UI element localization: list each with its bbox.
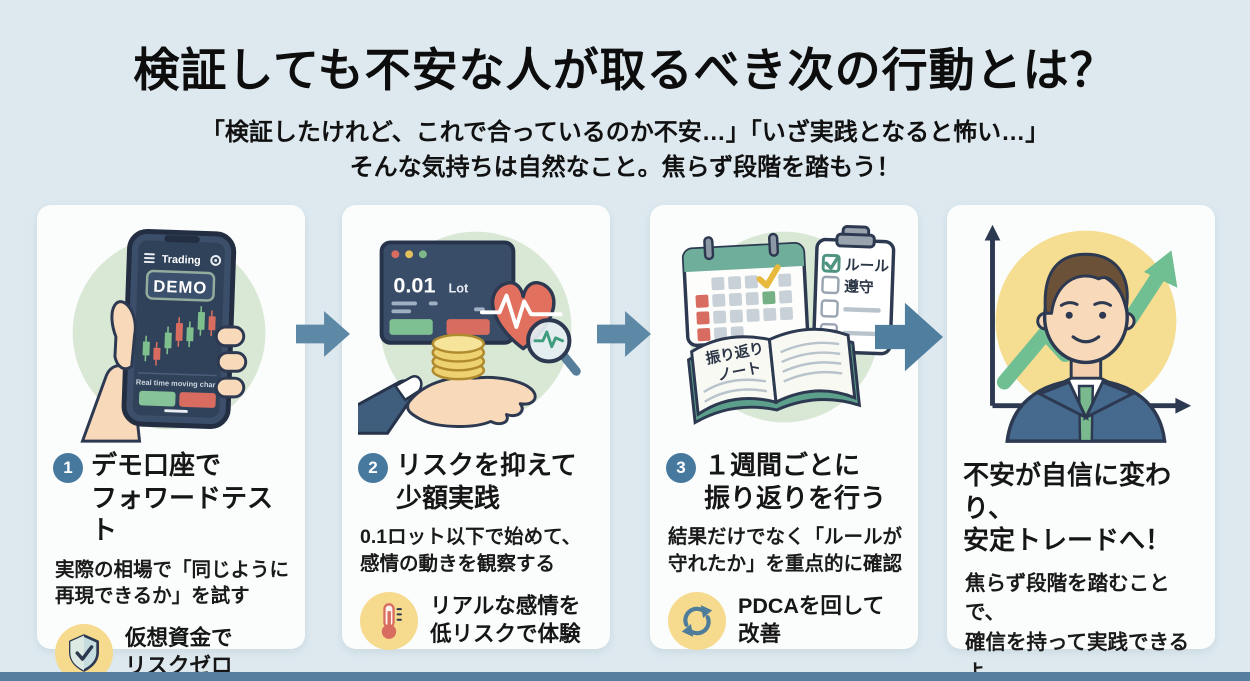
bottom-accent-bar: [0, 672, 1250, 681]
subtitle-line-1: 「検証したけれど、これで合っているのか不安…」「いざ実践となると怖い…」: [200, 119, 1050, 146]
result-card: 不安が自信に変わり、 安定トレードへ！ 焦らず段階を踏むことで、 確信を持って実…: [947, 205, 1215, 681]
step-3-point: PDCAを回して 改善: [738, 593, 885, 646]
page-subtitle: 「検証したけれど、これで合っているのか不安…」「いざ実践となると怖い…」 そんな…: [0, 116, 1250, 186]
thermometer-icon: [360, 591, 418, 650]
lot-unit-label: Lot: [448, 281, 469, 296]
subtitle-line-2: そんな気持ちは自然なこと。焦らず段階を踏もう！: [349, 153, 901, 181]
gear-icon: [210, 255, 222, 266]
step-3-title: １週間ごとに 振り返りを行う: [704, 450, 887, 513]
step-1-description: 実際の相場で「同じように 再現できるか」を試す: [55, 558, 290, 608]
confident-trader-svg: [984, 224, 1192, 443]
checklist-item-2: 遵守: [844, 277, 874, 296]
step-1-title: デモ口座で フォワードテスト: [91, 450, 274, 545]
checklist-item-1: ルール: [845, 258, 890, 276]
step-number-badge: 2: [358, 453, 388, 483]
demo-phone-illustration: Trading DEMO: [53, 215, 289, 443]
step-2-point: リアルな感情を 低リスクで体験: [430, 593, 581, 646]
review-notes-illustration: ルール 遵守 振り返り ノート: [666, 215, 902, 443]
small-lot-illustration: 0.01 Lot: [358, 215, 594, 443]
shield-check-icon: [55, 624, 113, 681]
hamburger-icon: [143, 253, 155, 264]
smartphone: Trading DEMO: [121, 229, 237, 429]
page-title: 検証しても不安な人が取るべき次の行動とは？: [133, 44, 1117, 96]
buy-button-graphic: [138, 390, 176, 407]
rules-checklist: ルール 遵守: [811, 225, 896, 356]
review-notebook: 振り返り ノート: [686, 327, 862, 425]
step-2-title: リスクを抑えて 少額実践: [396, 450, 577, 513]
step-card-3: ルール 遵守 振り返り ノート: [650, 205, 918, 650]
step-card-2: 0.01 Lot: [342, 205, 610, 650]
demo-phone-svg: Trading DEMO: [72, 229, 266, 443]
sell-button-graphic: [179, 392, 216, 408]
small-lot-svg: 0.01 Lot: [358, 231, 581, 435]
trader-figure: [1005, 252, 1167, 443]
lot-value-label: 0.01: [393, 273, 435, 298]
calendar-check-icon: [756, 264, 781, 289]
confident-trader-illustration: [963, 215, 1199, 443]
candlestick-chart: [142, 306, 216, 366]
chart-caption: Real time moving chart: [136, 378, 219, 390]
demo-badge-label: DEMO: [153, 277, 208, 298]
trade-window: 0.01 Lot: [379, 240, 516, 345]
magnifier-icon: [526, 318, 581, 376]
step-number-badge: 1: [53, 453, 83, 483]
step-2-description: 0.1ロット以下で始めて、 感情の動きを観察する: [360, 526, 582, 575]
result-description: 焦らず段階を踏むことで、 確信を持って実践できるよ うになります。: [965, 571, 1190, 681]
step-3-description: 結果だけでなく「ルールが 守れたか」を重点的に確認: [668, 526, 903, 575]
coin-stack: [431, 333, 486, 381]
review-notes-svg: ルール 遵守 振り返り ノート: [681, 225, 896, 425]
calendar: [681, 232, 810, 348]
result-title: 不安が自信に変わり、 安定トレードへ！: [963, 460, 1172, 555]
step-card-1: Trading DEMO: [37, 205, 305, 681]
pdca-cycle-icon: [668, 591, 726, 650]
trading-app-title: Trading: [162, 253, 201, 266]
step-number-badge: 3: [666, 453, 696, 483]
